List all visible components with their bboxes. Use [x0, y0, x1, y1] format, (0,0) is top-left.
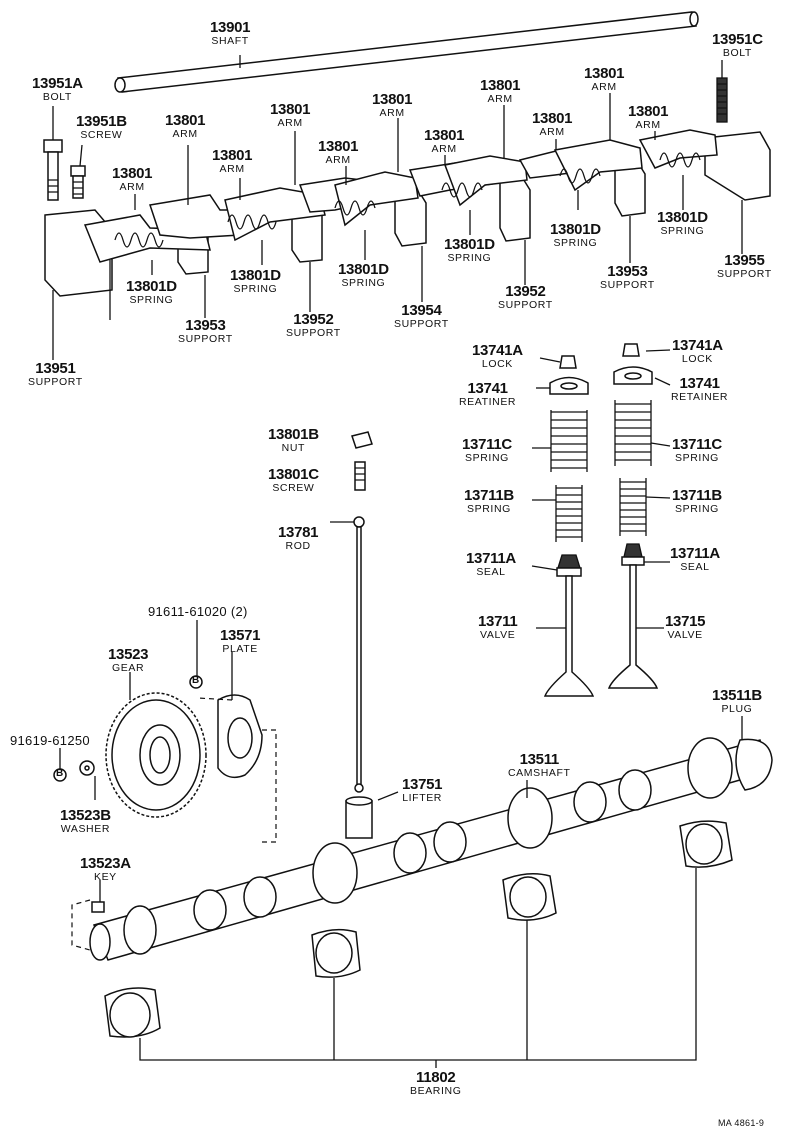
code-91619-61250: 91619-61250: [10, 733, 90, 748]
rocker-assembly: [44, 129, 771, 297]
bolt-13951a: [43, 139, 63, 201]
screw-13951b: [70, 165, 86, 199]
footer-code: MA 4861-9: [718, 1118, 765, 1128]
code-91611-61020: 91611-61020 (2): [148, 604, 248, 619]
valve-group-left: [543, 355, 595, 697]
valve-group-right: [607, 343, 659, 689]
leader-lines: [52, 55, 743, 360]
gear-group: [53, 620, 277, 843]
bolt-13951c: [716, 77, 728, 123]
ref-b-marker: B: [192, 675, 200, 686]
bearings: [104, 820, 733, 1068]
ref-b-marker: B: [56, 768, 64, 779]
rocker-shaft: [114, 11, 699, 93]
valve-leaders: [531, 349, 671, 629]
camshaft: [71, 716, 773, 961]
pushrod-assembly: [330, 431, 399, 839]
